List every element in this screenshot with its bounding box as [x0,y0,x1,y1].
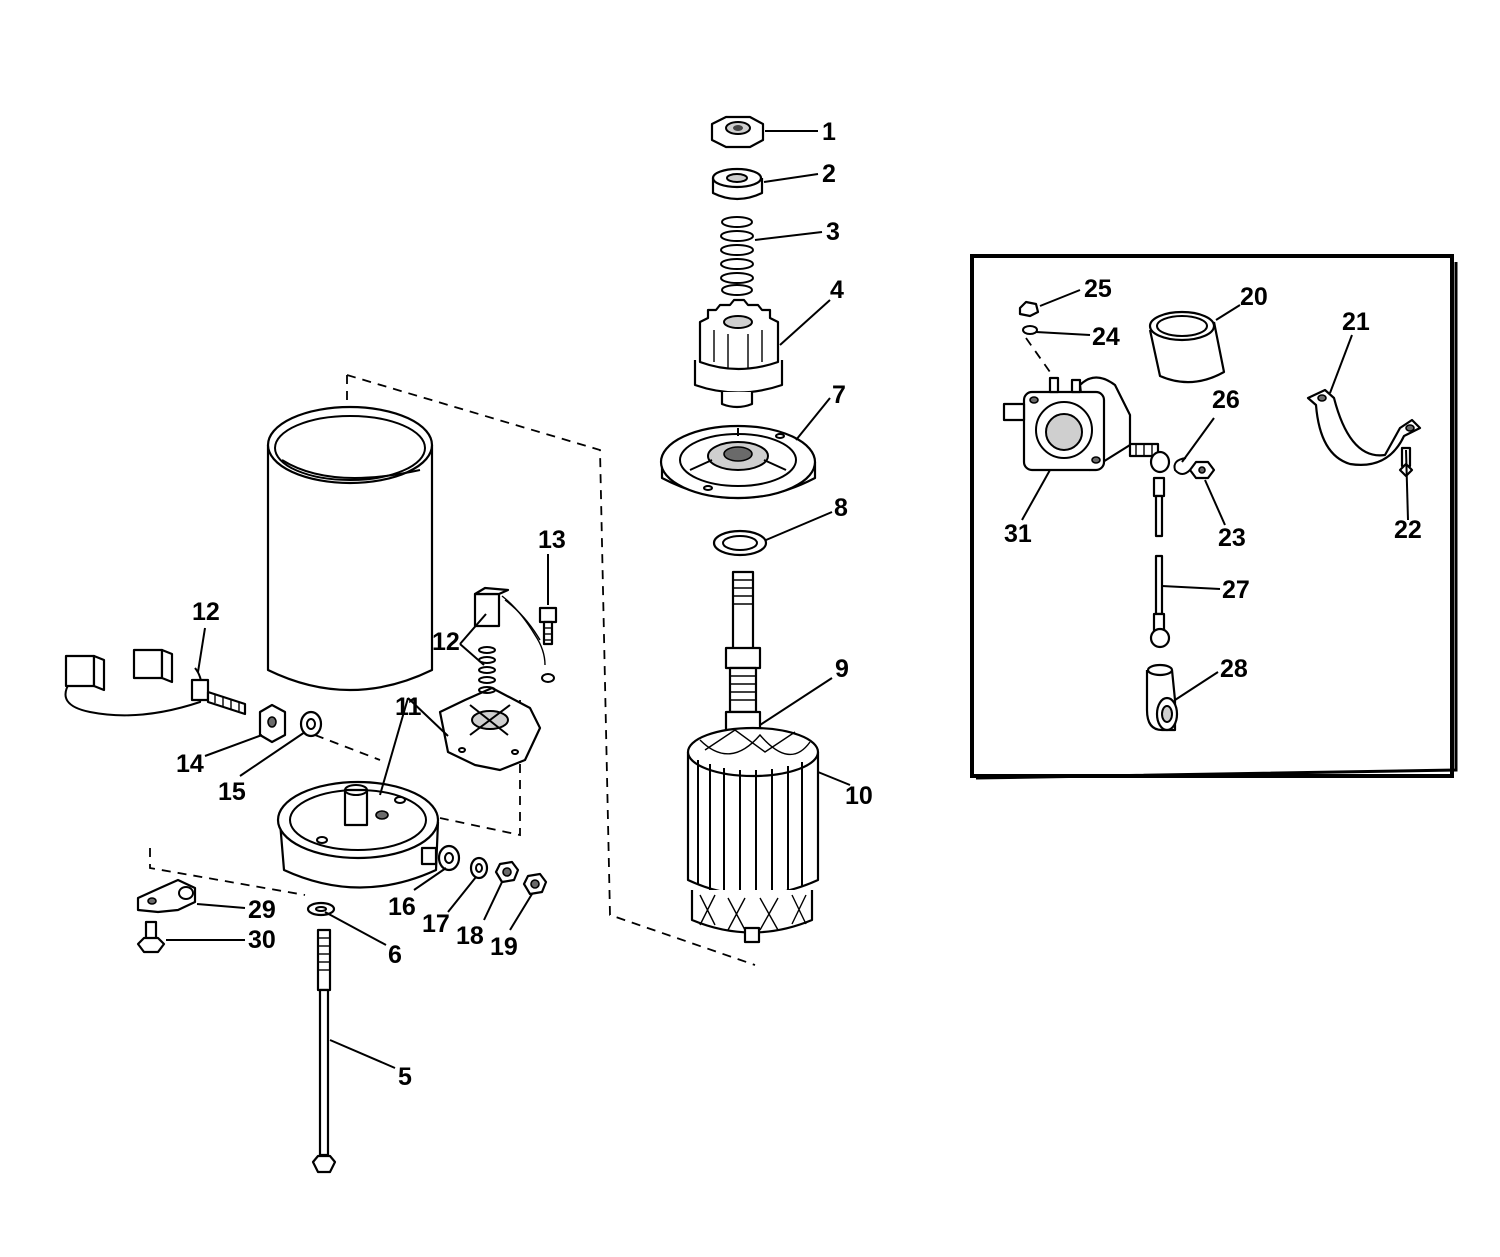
part-20-rubber-boot [1148,310,1226,384]
part-7-end-cap [659,424,817,500]
callout-9: 9 [835,655,849,683]
callout-30: 30 [248,926,276,954]
callout-18: 18 [456,922,484,950]
callout-29: 29 [248,896,276,924]
part-16-washer [437,844,461,872]
part-2-spacer [711,167,764,201]
part-13-screw [538,606,558,646]
callout-25: 25 [1084,275,1112,303]
part-17-lock-washer [469,856,489,880]
callout-11: 11 [395,693,422,721]
callout-12-center: 12 [432,628,460,656]
leader-lines [166,130,1409,1069]
part-31-solenoid [1002,376,1160,472]
callout-6: 6 [388,941,402,969]
callout-31: 31 [1004,520,1032,548]
callout-16: 16 [388,893,416,921]
callout-28: 28 [1220,655,1248,683]
part-29-clamp [136,878,197,914]
callout-14: 14 [176,750,204,778]
callout-20: 20 [1240,283,1268,311]
part-24-lock-washer [1022,325,1038,335]
part-11-end-housing [276,780,440,889]
part-23-nut [1188,460,1216,480]
alignment-dashed-lines [149,337,1051,966]
part-25-nut [1018,300,1040,318]
part-3-spring [720,216,754,296]
part-21-mounting-bracket [1306,388,1422,466]
callout-22: 22 [1394,516,1422,544]
solenoid-inset-box [970,254,1458,780]
part-5-through-bolt [311,928,337,1174]
callout-12-left: 12 [192,598,220,626]
callout-17: 17 [422,910,450,938]
callout-4: 4 [830,276,844,304]
callout-19: 19 [490,933,518,961]
frame-housing [266,405,434,692]
callout-15: 15 [218,778,246,806]
callout-26: 26 [1212,386,1240,414]
callout-23: 23 [1218,524,1246,552]
part-4-drive-pinion [693,298,784,409]
callout-13: 13 [538,526,566,554]
part-12-brush-set-left [64,648,247,717]
callout-21: 21 [1342,308,1370,336]
part-28-terminal-boot [1145,663,1179,732]
callout-3: 3 [826,218,840,246]
callout-1: 1 [822,118,836,146]
part-15-washer [299,710,323,738]
part-9-armature-shaft [724,570,762,740]
callout-2: 2 [822,160,836,188]
callout-24: 24 [1092,323,1120,351]
part-11-brush-holder-plate [438,686,542,772]
part-8-washer [712,529,768,557]
callout-27: 27 [1222,576,1250,604]
part-30-screw [136,920,166,954]
part-19-nut [522,872,548,896]
callout-7: 7 [832,381,846,409]
part-14-terminal-insulator [258,703,287,744]
part-27-cable [1149,450,1171,649]
part-18-nut [494,860,520,884]
callout-10: 10 [845,782,873,810]
part-26-lock-washer [1173,457,1191,475]
callout-5: 5 [398,1063,412,1091]
part-10-armature-core [686,726,820,944]
part-1-hex-nut [710,115,765,149]
part-6-washer [306,901,336,917]
callout-8: 8 [834,494,848,522]
part-12-brush-and-springs [473,586,555,694]
callout-labels: 1 2 3 4 7 8 9 10 11 12 12 13 14 15 16 17… [176,118,1422,1091]
